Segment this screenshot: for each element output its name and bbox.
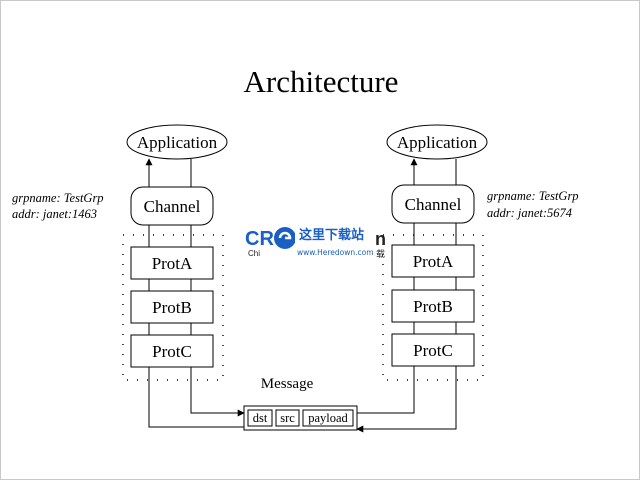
right-protc-label: ProtC [413,341,453,360]
watermark-url-text: www.Heredown.com [297,248,374,257]
left-grpname-note: grpname: TestGrp [12,191,104,205]
left-receive-line [148,367,244,428]
right-addr-note: addr: janet:5674 [487,206,572,220]
left-protocol-stack-boundary [122,234,224,381]
left-prota-label: ProtA [152,254,193,273]
left-stack: Application Channel ProtA ProtB ProtC gr… [12,124,228,381]
right-application-label: Application [397,133,478,152]
left-channel-node [130,186,214,226]
right-application-node [386,124,488,160]
page-title: Architecture [244,64,399,99]
message: Message dst src payload [243,376,358,431]
right-protb-label: ProtB [413,297,453,316]
right-stack: Application Channel ProtA ProtB ProtC gr… [382,124,579,381]
left-channel-label: Channel [144,197,201,216]
watermark-logo-suffix: n [375,229,386,249]
right-prota-node [391,244,475,278]
message-field-src-label: src [280,411,295,425]
message-field-dst-label: dst [253,411,268,425]
right-grpname-note: grpname: TestGrp [487,189,579,203]
left-application-label: Application [137,133,218,152]
watermark-sub-text: Chi [248,249,260,258]
left-prota-node [130,246,214,280]
left-protc-node [130,334,214,368]
right-protc-node [391,333,475,367]
left-protb-label: ProtB [152,298,192,317]
message-field-src [275,409,300,427]
left-protb-node [130,290,214,324]
watermark: CR Chi 这里下载站 www.Heredown.com n 载 [245,225,386,260]
right-channel-node [391,184,475,224]
right-channel-label: Channel [405,195,462,214]
watermark-logo-text: CR [245,228,274,250]
watermark-cn-text: 这里下载站 [299,227,364,243]
message-label: Message [261,376,314,392]
left-addr-note: addr: janet:1463 [12,207,97,221]
right-send-line [357,366,415,414]
right-protb-node [391,289,475,323]
right-protocol-stack-boundary [382,234,484,381]
message-field-payload-label: payload [308,411,348,425]
left-send-arrow [190,367,245,417]
right-prota-label: ProtA [413,252,454,271]
watermark-tail-text: 载 [376,248,385,260]
message-field-dst [247,409,273,427]
message-field-payload [302,409,354,427]
left-application-node [126,124,228,160]
right-receive-arrow [356,366,457,433]
left-protc-label: ProtC [152,342,192,361]
